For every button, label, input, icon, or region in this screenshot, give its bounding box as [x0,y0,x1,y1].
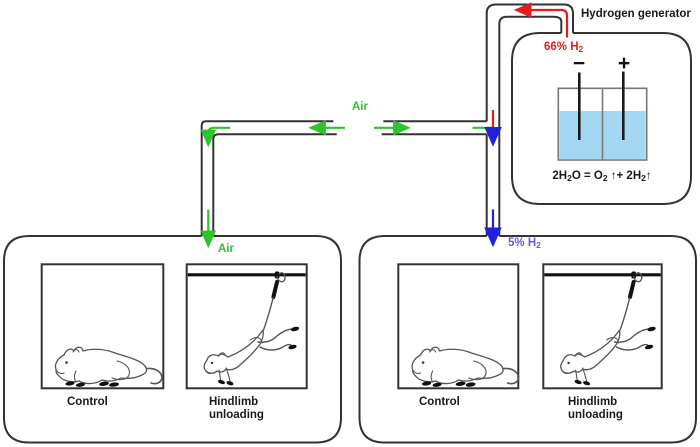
h2-5-label: 5% H2 [508,237,541,250]
h2-flow-arrow [513,2,569,38]
air-pipe-top-wall [200,120,487,236]
control-label-left: Control [67,396,108,408]
electrolysis-cell [557,71,648,161]
cathode-minus-sign: − [572,52,586,75]
hindlimb-label-right: Hindlimb unloading [568,396,623,421]
h2-66-label: 66% H2 [544,41,584,54]
air-outlet-label: Air [218,243,234,255]
air-pipe-bottom-wall [212,133,487,236]
hindlimb-label-left: Hindlimb unloading [209,396,264,421]
flow-arrows [200,2,569,249]
hydrogen-generator-title: Hydrogen generator [581,8,691,20]
control-label-right: Control [419,396,460,408]
anode-plus-sign: + [617,52,631,75]
air-intake-label: Air [352,101,368,113]
electrolysis-equation: 2H2O = O2 ↑+ 2H2↑ [552,170,652,183]
air-bend-arrow [200,126,230,148]
